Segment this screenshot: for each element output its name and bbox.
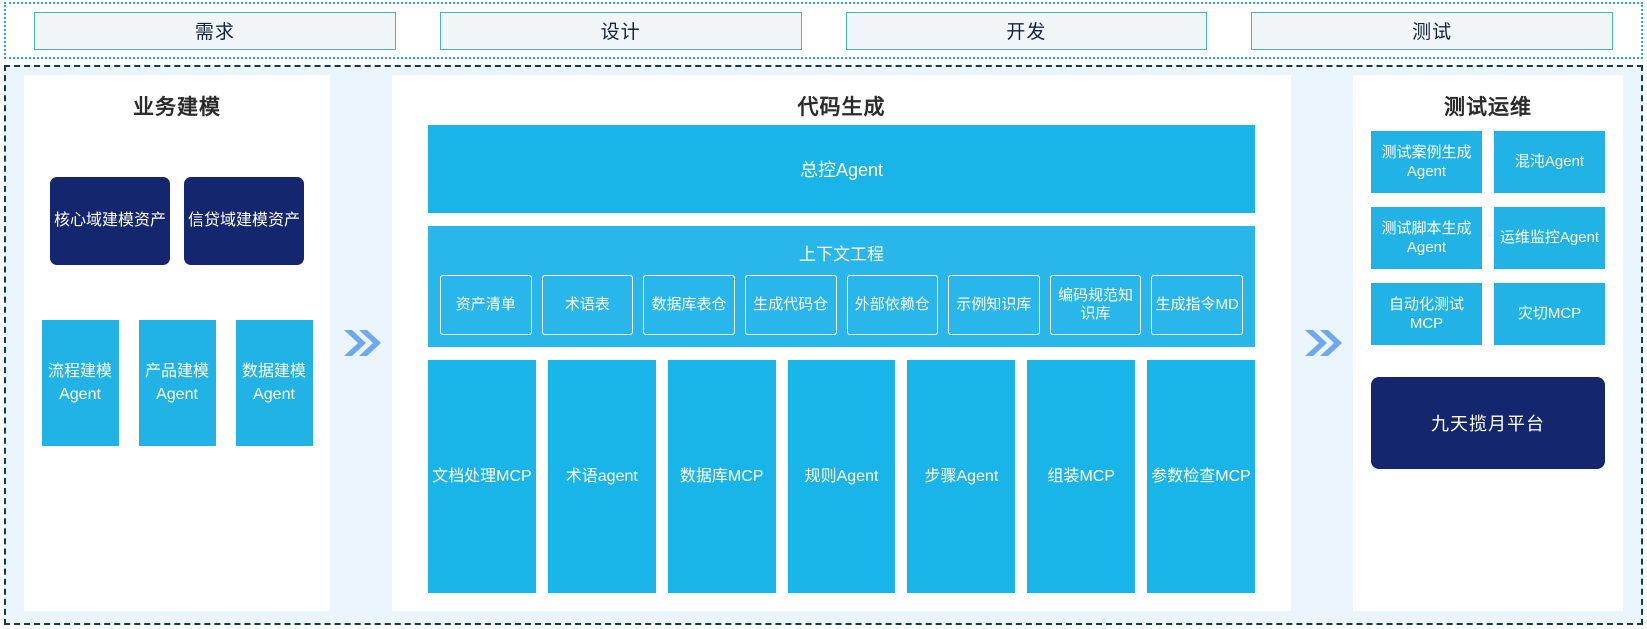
modeling-agent-row: 流程建模Agent 产品建模Agent 数据建模Agent [38, 320, 316, 446]
phase-tab-requirements[interactable]: 需求 [34, 11, 396, 50]
modeling-agent-label: 流程建模Agent [47, 362, 112, 403]
tool-box-row: 文档处理MCP 术语agent 数据库MCP 规则Agent 步骤Agent 组… [428, 360, 1256, 593]
phase-tab-label: 设计 [600, 22, 641, 43]
business-modeling-body: 核心域建模资产 信贷域建模资产 流程建模Agent 产品建模Agent 数据建模… [38, 125, 316, 597]
asset-box-label: 信贷域建模资产 [188, 212, 301, 230]
asset-box-label: 核心域建模资产 [54, 212, 167, 230]
test-box-label: 测试案例生成Agent [1381, 143, 1472, 181]
platform-box-label: 九天揽月平台 [1431, 414, 1545, 434]
tool-box-label: 规则Agent [804, 467, 879, 485]
test-box-grid: 测试案例生成Agent 混沌Agent 测试脚本生成Agent 运维监控Agen… [1367, 125, 1609, 345]
tool-box-label: 步骤Agent [924, 467, 999, 485]
context-engineering-block: 上下文工程 资产清单 术语表 数据库表仓 生成代码仓 外部依赖仓 示例知识库 编… [428, 226, 1255, 347]
test-box-test-case-generation-agent[interactable]: 测试案例生成Agent [1371, 131, 1482, 193]
panel-title-test-operations: 测试运维 [1444, 96, 1532, 119]
context-item-label: 生成指令MD [1155, 296, 1239, 313]
master-agent-label: 总控Agent [799, 160, 884, 180]
master-agent-bar[interactable]: 总控Agent [428, 125, 1255, 213]
context-item-external-dependency-repo[interactable]: 外部依赖仓 [846, 275, 939, 335]
phase-tab-label: 测试 [1412, 22, 1453, 43]
test-box-label: 混沌Agent [1514, 153, 1585, 171]
context-item-label: 数据库表仓 [651, 296, 727, 313]
tool-box-rule-agent[interactable]: 规则Agent [787, 360, 896, 593]
architecture-container: 业务建模 核心域建模资产 信贷域建模资产 流程建模Agent 产品建模Agent… [4, 65, 1643, 625]
context-item-label: 术语表 [564, 296, 610, 313]
context-item-db-table-repo[interactable]: 数据库表仓 [643, 275, 735, 335]
context-item-glossary[interactable]: 术语表 [541, 275, 634, 335]
phase-tab-development[interactable]: 开发 [845, 11, 1208, 50]
modeling-agent-product[interactable]: 产品建模Agent [138, 320, 216, 446]
test-box-label: 测试脚本生成Agent [1381, 219, 1472, 257]
tool-box-label: 组装MCP [1047, 467, 1115, 485]
context-item-asset-list[interactable]: 资产清单 [440, 275, 532, 335]
phase-tab-testing[interactable]: 测试 [1251, 11, 1613, 50]
context-item-generated-code-repo[interactable]: 生成代码仓 [744, 275, 837, 335]
tool-box-glossary-agent[interactable]: 术语agent [547, 360, 656, 593]
tool-box-label: 数据库MCP [679, 467, 764, 485]
context-item-coding-standard-knowledge-base[interactable]: 编码规范知识库 [1049, 275, 1142, 335]
panel-title-code-generation: 代码生成 [797, 96, 886, 119]
context-item-generation-instruction-md[interactable]: 生成指令MD [1151, 275, 1243, 335]
test-box-ops-monitoring-agent[interactable]: 运维监控Agent [1494, 207, 1605, 269]
test-box-label: 自动化测试MCP [1388, 295, 1464, 333]
context-item-label: 编码规范知识库 [1058, 287, 1134, 322]
test-box-label: 灾切MCP [1517, 305, 1582, 323]
test-box-chaos-agent[interactable]: 混沌Agent [1494, 131, 1605, 193]
tool-box-label: 文档处理MCP [432, 467, 532, 485]
tool-box-parameter-check-mcp[interactable]: 参数检查MCP [1147, 360, 1256, 593]
context-item-label: 示例知识库 [956, 296, 1032, 313]
code-generation-body: 总控Agent 上下文工程 资产清单 术语表 数据库表仓 生成代码仓 外部依赖仓… [410, 125, 1273, 597]
double-chevron-right-icon [330, 75, 392, 611]
asset-box-credit-domain[interactable]: 信贷域建模资产 [184, 177, 304, 265]
context-item-row: 资产清单 术语表 数据库表仓 生成代码仓 外部依赖仓 示例知识库 编码规范知识库… [440, 275, 1243, 335]
panel-title-business-modeling: 业务建模 [133, 96, 221, 119]
tool-box-database-mcp[interactable]: 数据库MCP [667, 360, 776, 593]
tool-box-assembly-mcp[interactable]: 组装MCP [1027, 360, 1136, 593]
context-item-label: 资产清单 [455, 296, 516, 313]
phase-tab-label: 需求 [194, 22, 235, 43]
panel-test-operations: 测试运维 测试案例生成Agent 混沌Agent 测试脚本生成Agent 运维监… [1353, 75, 1623, 611]
double-chevron-right-icon [1291, 75, 1353, 611]
context-item-example-knowledge-base[interactable]: 示例知识库 [948, 275, 1040, 335]
context-engineering-title: 上下文工程 [799, 245, 884, 264]
asset-box-core-domain[interactable]: 核心域建模资产 [50, 177, 170, 265]
tool-box-label: 参数检查MCP [1151, 467, 1251, 485]
phase-tab-list: 需求 设计 开发 测试 [6, 11, 1641, 50]
asset-box-row: 核心域建模资产 信贷域建模资产 [38, 177, 316, 265]
panel-business-modeling: 业务建模 核心域建模资产 信贷域建模资产 流程建模Agent 产品建模Agent… [24, 75, 330, 611]
test-box-automated-testing-mcp[interactable]: 自动化测试MCP [1371, 283, 1482, 345]
test-box-disaster-recovery-mcp[interactable]: 灾切MCP [1494, 283, 1605, 345]
test-box-test-script-generation-agent[interactable]: 测试脚本生成Agent [1371, 207, 1482, 269]
phase-tab-design[interactable]: 设计 [439, 11, 802, 50]
context-item-label: 生成代码仓 [753, 296, 829, 313]
tool-box-label: 术语agent [565, 467, 638, 485]
panel-code-generation: 代码生成 总控Agent 上下文工程 资产清单 术语表 数据库表仓 生成代码仓 … [392, 75, 1291, 611]
tool-box-document-processing-mcp[interactable]: 文档处理MCP [428, 360, 536, 593]
modeling-agent-process[interactable]: 流程建模Agent [41, 320, 119, 446]
platform-box-jiutian-lanyue[interactable]: 九天揽月平台 [1371, 377, 1605, 469]
modeling-agent-label: 数据建模Agent [241, 362, 306, 403]
phase-tab-label: 开发 [1006, 22, 1047, 43]
context-item-label: 外部依赖仓 [854, 296, 930, 313]
tool-box-step-agent[interactable]: 步骤Agent [907, 360, 1016, 593]
modeling-agent-label: 产品建模Agent [144, 362, 209, 403]
test-box-label: 运维监控Agent [1499, 229, 1600, 247]
modeling-agent-data[interactable]: 数据建模Agent [235, 320, 313, 446]
phase-bar: 需求 设计 开发 测试 [4, 2, 1643, 59]
